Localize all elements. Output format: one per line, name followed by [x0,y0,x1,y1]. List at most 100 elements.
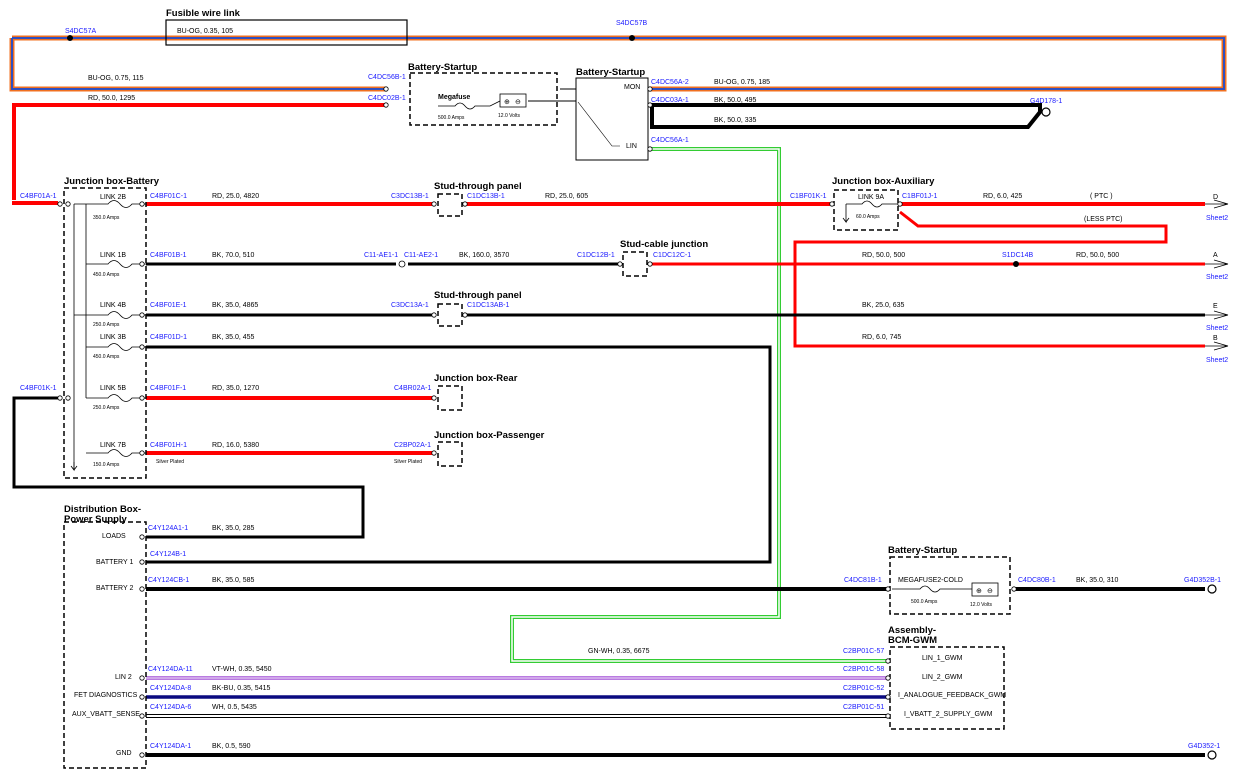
link-5b-name: LINK 5B [100,385,126,392]
conn-c4bf01k1: C4BF01K-1 [20,385,57,392]
wire-label-silver-1: Silver Plated [156,459,184,465]
connector-nodes [57,86,1017,758]
megafuse2-symbol [892,585,972,593]
wire-label-bk-590: BK, 0.5, 590 [212,743,251,750]
wire-label-wh: WH, 0.5, 5435 [212,704,257,711]
megafuse2-amps: 500.0 Amps [911,599,938,605]
bcm-pin-analogue: I_ANALOGUE_FEEDBACK_GWM [898,692,1006,699]
battery-minus-top: ⊖ [515,99,521,106]
bcm-pin-lin1: LIN_1_GWM [922,655,963,662]
link-3b: LINK 3B 450.0 Amps [93,334,146,360]
link-2b-name: LINK 2B [100,194,126,201]
conn-c2bp01c57: C2BP01C-57 [843,648,884,655]
jb-passenger-box [437,441,463,467]
link-2b: LINK 2B 350.0 Amps [93,194,146,221]
link-4b: LINK 4B 250.0 Amps [93,302,146,328]
wire-label-rd-1270: RD, 35.0, 1270 [212,385,259,392]
wire-less-ptc [793,210,1205,348]
offsheet-a: A Sheet2 [1205,252,1228,281]
jb-battery-ground-arrow [70,462,78,472]
dist-box-title-1: Distribution Box- [64,504,141,515]
offsheet-e-sheet: Sheet2 [1206,325,1228,332]
link-2b-amps: 350.0 Amps [93,215,120,221]
wire-bk-c4bf01k [12,396,365,539]
link-9a-name: LINK 9A [858,194,884,201]
wire-buog-loop [9,35,1227,92]
ground-g4d352 [1207,750,1217,760]
link-1b-name: LINK 1B [100,252,126,259]
megafuse-amps: 500.0 Amps [438,115,465,121]
wire-label-bk-455: BK, 35.0, 455 [212,334,255,341]
conn-c1dc13ab1: C1DC13AB-1 [467,302,510,309]
battery-startup-relay-box [575,77,649,161]
wire-label-bk-4865: BK, 35.0, 4865 [212,302,258,309]
conn-g4d1781: G4D178-1 [1030,98,1062,105]
conn-c11ae21: C11-AE2-1 [404,252,438,259]
wire-label-rd-500a: RD, 50.0, 500 [862,252,905,259]
dist-pin-fet-diag: FET DIAGNOSTICS [74,692,138,699]
conn-c4dc81b1: C4DC81B-1 [844,577,882,584]
link-4b-name: LINK 4B [100,302,126,309]
wire-label-bk-335: BK, 50.0, 335 [714,117,757,124]
bcm-pin-lin2: LIN_2_GWM [922,674,963,681]
offsheet-b: B Sheet2 [1205,335,1228,364]
link-7b: LINK 7B 150.0 Amps [93,442,146,468]
conn-c2bp01c58: C2BP01C-58 [843,666,884,673]
conn-s4dc57a: S4DC57A [65,28,96,35]
splice-s4dc57b [629,35,635,41]
wire-label-rd-1295: RD, 50.0, 1295 [88,95,135,102]
lin-pin: LIN [626,143,637,150]
link-5b-amps: 250.0 Amps [93,405,120,411]
conn-c4bf01a1: C4BF01A-1 [20,193,57,200]
jb-passenger-title: Junction box-Passenger [434,430,545,441]
wire-label-bk-585: BK, 35.0, 585 [212,577,255,584]
wire-label-rd-4820: RD, 25.0, 4820 [212,193,259,200]
conn-c4br02a1: C4BR02A-1 [394,385,431,392]
wire-label-rd-605: RD, 25.0, 605 [545,193,588,200]
conn-c2bp01c51: C2BP01C-51 [843,704,884,711]
megafuse-label: Megafuse [438,94,470,101]
conn-c4bf01f1: C4BF01F-1 [150,385,186,392]
wire-gnwh [510,147,886,663]
volts-bottom: 12.0 Volts [970,602,992,608]
battery-symbol-top [499,93,527,108]
wire-label-rd-425: RD, 6.0, 425 [983,193,1022,200]
bcm-title-2: BCM-GWM [888,635,937,646]
stud-through-panel-1-box [437,193,463,217]
splice-s1dc14b [1013,261,1019,267]
conn-c2bp01c52: C2BP01C-52 [843,685,884,692]
stud-through-panel-2-title: Stud-through panel [434,290,522,301]
wire-bk-455 [146,345,772,564]
offsheet-b-letter: B [1213,335,1218,342]
offsheet-d-letter: D [1213,194,1218,201]
battery-startup-bottom-title: Battery-Startup [888,545,957,556]
wire-label-vtwh: VT-WH, 0.35, 5450 [212,666,272,673]
conn-c4dc02b1: C4DC02B-1 [368,95,406,102]
offsheet-d-sheet: Sheet2 [1206,215,1228,222]
conn-c1dc12b1: C1DC12B-1 [577,252,615,259]
conn-g4d3521: G4D352-1 [1188,743,1220,750]
conn-c1bf01k1: C1BF01K-1 [790,193,827,200]
link-7b-name: LINK 7B [100,442,126,449]
conn-c4dc56b1: C4DC56B-1 [368,74,406,81]
conn-c1dc12c1: C1DC12C-1 [653,252,691,259]
ground-g4d352b [1207,584,1217,594]
wire-label-buog-185: BU-OG, 0.75, 185 [714,79,770,86]
conn-c4bf01c1: C4BF01C-1 [150,193,187,200]
jb-battery-busbar [73,203,100,470]
conn-c4y124cb1: C4Y124CB-1 [148,577,189,584]
link-3b-amps: 450.0 Amps [93,354,120,360]
dist-box [63,521,147,769]
conn-c1bf01j1: C1BF01J-1 [902,193,938,200]
conn-c4y124da6: C4Y124DA-6 [150,704,191,711]
link-5b: LINK 5B 250.0 Amps [93,385,146,411]
conn-c4y124a11: C4Y124A1-1 [148,525,188,532]
offsheet-a-letter: A [1213,252,1218,259]
fusible-link-box [165,19,408,46]
jb-rear-box [437,385,463,411]
wire-rd-1295 [12,103,385,200]
bcm-gwm-box [889,646,1005,730]
dist-pin-aux-vbatt: AUX_VBATT_SENSE [72,711,140,718]
ground-g4d178 [1041,107,1051,117]
megafuse-symbol [438,100,501,110]
